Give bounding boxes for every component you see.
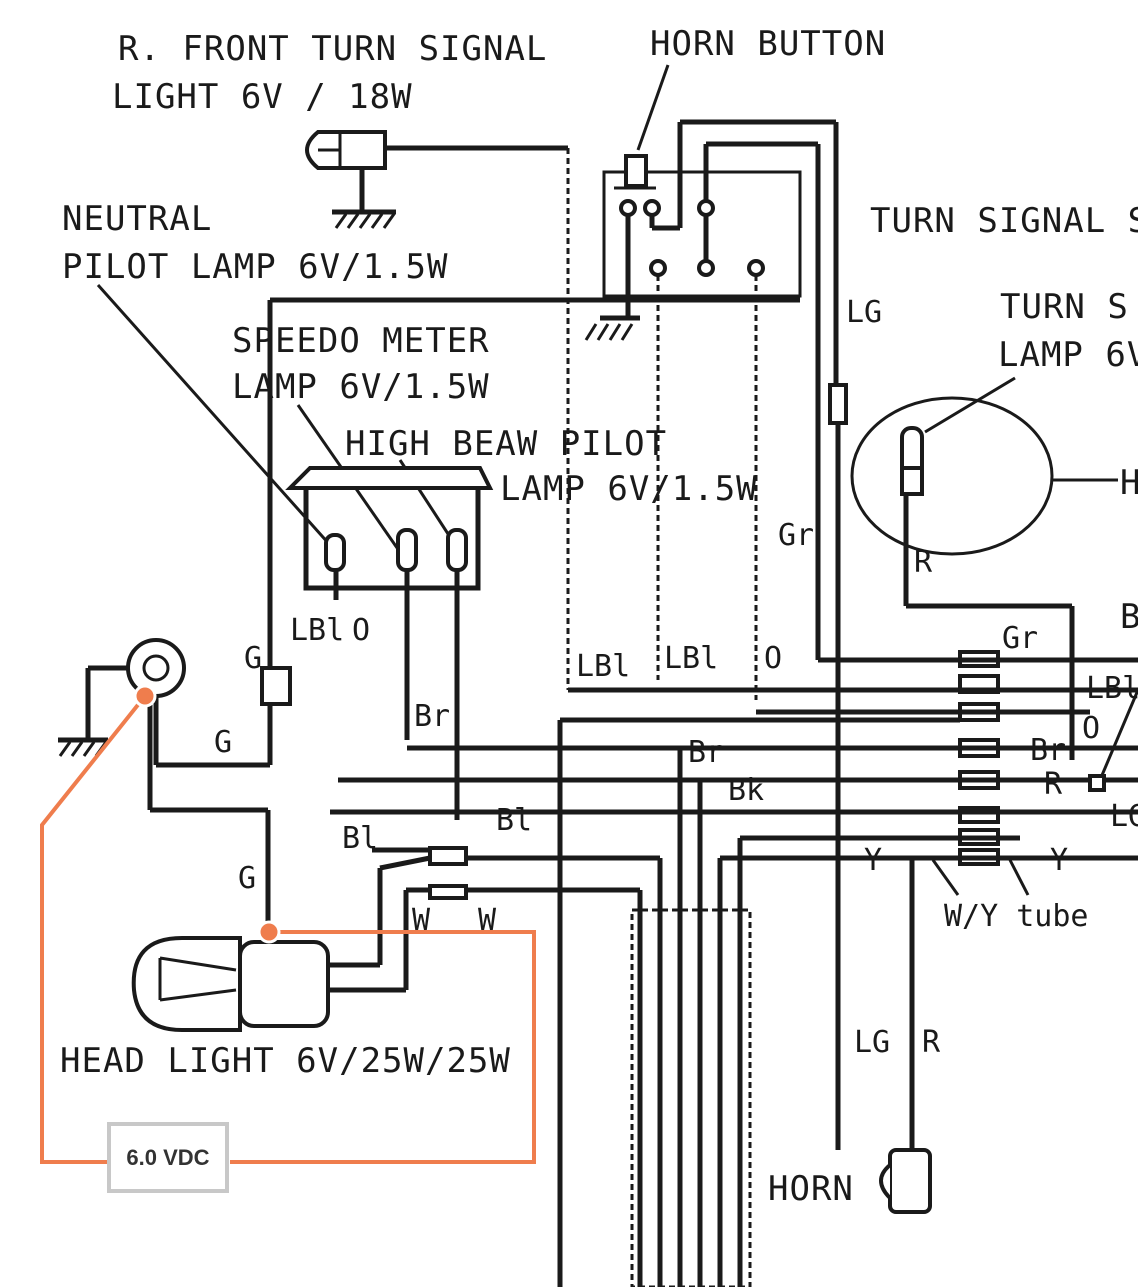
lg-conn-label: LG	[1110, 799, 1138, 834]
speedo-label-line1: SPEEDO METER	[232, 321, 490, 361]
meter-cluster	[285, 466, 494, 820]
head-light	[131, 868, 409, 1032]
y-left-label: Y	[864, 843, 882, 878]
r-horn-label: R	[922, 1025, 941, 1060]
h-partial-label: H	[1120, 463, 1138, 503]
lg-horn-label: LG	[854, 1025, 890, 1060]
turn-s-label-line2: LAMP 6V	[998, 335, 1138, 375]
meter-lead-left	[40, 694, 147, 1164]
probe-point-headlight[interactable]	[257, 920, 281, 944]
b-partial-label: B	[1120, 597, 1138, 637]
w-2-label: W	[478, 903, 497, 938]
r-front-turn-label-line1: R. FRONT TURN SIGNAL	[118, 29, 547, 69]
g-meter-label: G	[244, 641, 262, 676]
r-turn-label: R	[914, 545, 933, 580]
o-conn-label: O	[1082, 711, 1100, 746]
horn-button-leader	[636, 64, 670, 151]
horn-label: HORN	[768, 1169, 854, 1209]
bl-wire	[379, 855, 431, 871]
lg-top-label: LG	[846, 295, 882, 330]
bl-connector	[428, 846, 468, 866]
lbl-meter-label: LBl	[290, 613, 344, 648]
voltage-measurement-overlay	[40, 684, 536, 1164]
o-meter-label: O	[352, 613, 370, 648]
y-right-label: Y	[1050, 843, 1068, 878]
gr-mid-label: Gr	[778, 518, 814, 553]
connector-block	[330, 650, 1138, 866]
high-beam-label-line1: HIGH BEAW PILOT	[345, 424, 667, 464]
neutral-leader	[96, 284, 332, 546]
horn	[879, 858, 932, 1214]
horn-switch-box	[584, 119, 839, 700]
turn-s-label-line1: TURN S	[1000, 287, 1129, 327]
o-2-label: O	[764, 641, 782, 676]
o-leader	[1098, 689, 1138, 781]
wy-tube-leader-1	[931, 859, 960, 896]
bl-1-label: Bl	[342, 821, 378, 856]
lbl-1-label: LBl	[576, 649, 630, 684]
probe-point-neutral[interactable]	[133, 684, 157, 708]
turn-indicator-lamp	[850, 396, 1075, 760]
g-left-label: G	[214, 725, 232, 760]
wy-tube-label: W/Y tube	[944, 899, 1089, 934]
w-1-label: W	[412, 903, 431, 938]
neutral-label-line1: NEUTRAL	[62, 199, 212, 239]
voltmeter-readout: 6.0 VDC	[107, 1122, 229, 1193]
wy-tube-leader-2	[1008, 859, 1030, 896]
meter-lead-right	[230, 930, 536, 1164]
neutral-switch	[58, 638, 271, 930]
bl-2-label: Bl	[496, 803, 532, 838]
bk-label: Bk	[728, 773, 764, 808]
turn-s-leader	[924, 376, 1016, 434]
lg-fuse	[828, 383, 848, 425]
gr-conn-label: Gr	[1002, 621, 1038, 656]
g-lower-label: G	[238, 861, 256, 896]
br-1-label: Br	[414, 699, 450, 734]
horn-button-label: HORN BUTTON	[650, 24, 886, 64]
head-light-label: HEAD LIGHT 6V/25W/25W	[60, 1041, 511, 1081]
r-conn-label: R	[1044, 767, 1063, 802]
turn-signal-switch-label: TURN SIGNAL S	[870, 201, 1138, 241]
g-connector	[260, 666, 292, 706]
r-front-turn-label-line2: LIGHT 6V / 18W	[112, 77, 413, 117]
high-beam-label-line2: LAMP 6V/1.5W	[500, 469, 758, 509]
bundle-sleeve	[630, 908, 752, 1287]
lbl-conn-label: LBl	[1086, 671, 1138, 706]
lbl-2-label: LBl	[664, 641, 718, 676]
front-turn-signal-light	[305, 130, 570, 690]
br-conn-label: Br	[1030, 733, 1066, 768]
br-2-label: Br	[688, 735, 724, 770]
neutral-label-line2: PILOT LAMP 6V/1.5W	[62, 247, 448, 287]
speedo-label-line2: LAMP 6V/1.5W	[232, 367, 490, 407]
w-connector	[428, 884, 468, 900]
